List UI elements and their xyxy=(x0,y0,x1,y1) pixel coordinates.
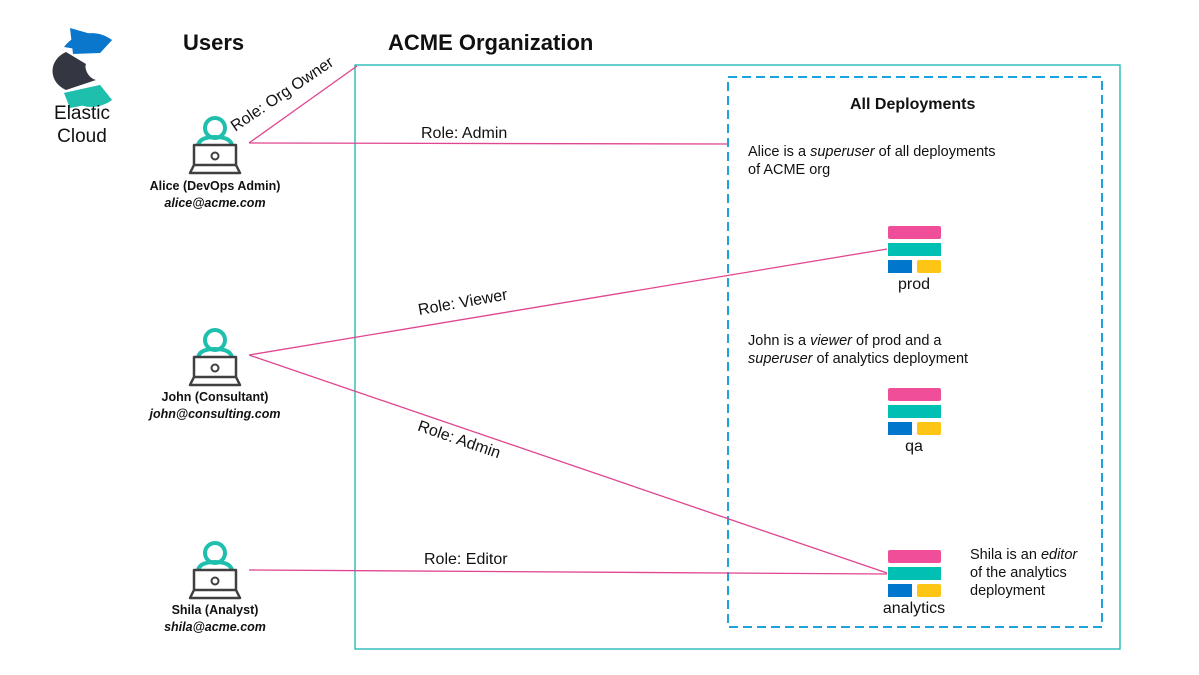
note-shila-text-b: editor xyxy=(1040,547,1078,563)
deployment-qa-label: qa xyxy=(905,438,923,455)
note-john-text-d: superuser xyxy=(748,351,813,367)
user-john-name: John (Consultant) xyxy=(161,390,269,404)
user-john-icon xyxy=(188,328,242,387)
note-shila-text-c: of the analytics xyxy=(970,565,1067,581)
deployment-prod-label: prod xyxy=(897,276,931,293)
note-alice-text-c: of all deployments xyxy=(874,144,996,160)
user-shila-icon xyxy=(188,541,242,600)
note-alice-text-a: Alice is a xyxy=(748,144,811,160)
deployment-prod-icon xyxy=(888,226,941,273)
user-alice-email: alice@acme.com xyxy=(164,196,266,210)
note-alice-text-b: superuser xyxy=(810,144,875,160)
note-alice-text-d: of ACME org xyxy=(748,162,831,178)
note-shila: Shila is an editor of the analytics depl… xyxy=(970,546,1077,600)
elastic-cloud-logo-icon xyxy=(52,28,112,108)
note-john-text-a: John is a xyxy=(748,333,811,349)
note-shila-text-d: deployment xyxy=(970,583,1045,599)
john-admin-line xyxy=(248,354,888,574)
org-heading: ACME Organization xyxy=(388,30,594,55)
user-shila: Shila (Analyst) shila@acme.com xyxy=(95,602,335,636)
shila-editor-line xyxy=(248,569,888,575)
user-shila-email: shila@acme.com xyxy=(164,620,266,634)
user-alice-icon xyxy=(188,116,242,175)
role-shila-editor-label: Role: Editor xyxy=(424,551,508,568)
role-alice-admin-label: Role: Admin xyxy=(421,125,508,142)
deployment-analytics-icon xyxy=(888,550,941,597)
logo-label: Elastic Cloud xyxy=(42,102,122,148)
logo-line2: Cloud xyxy=(57,126,107,147)
note-john-text-b: viewer xyxy=(810,333,852,349)
note-john-text-e: of analytics deployment xyxy=(812,351,969,367)
acme-organization-box xyxy=(354,64,1121,650)
org-owner-line xyxy=(248,65,358,144)
deployment-analytics-label: analytics xyxy=(882,600,946,617)
logo-line1: Elastic xyxy=(54,103,110,124)
all-deployments-heading: All Deployments xyxy=(850,96,976,113)
note-shila-text-a: Shila is an xyxy=(970,547,1041,563)
users-heading: Users xyxy=(183,30,245,55)
user-john-email: john@consulting.com xyxy=(149,407,281,421)
note-john-text-c: of prod and a xyxy=(851,333,942,349)
deployment-qa-icon xyxy=(888,388,941,435)
user-alice: Alice (DevOps Admin) alice@acme.com xyxy=(95,178,335,212)
user-john: John (Consultant) john@consulting.com xyxy=(95,389,335,423)
john-viewer-line xyxy=(248,248,888,356)
all-deployments-box xyxy=(727,76,1103,628)
alice-admin-line xyxy=(248,142,729,145)
user-shila-name: Shila (Analyst) xyxy=(171,603,259,617)
user-alice-name: Alice (DevOps Admin) xyxy=(149,179,281,193)
note-john: John is a viewer of prod and a superuser… xyxy=(748,332,968,368)
note-alice: Alice is a superuser of all deployments … xyxy=(748,143,995,179)
